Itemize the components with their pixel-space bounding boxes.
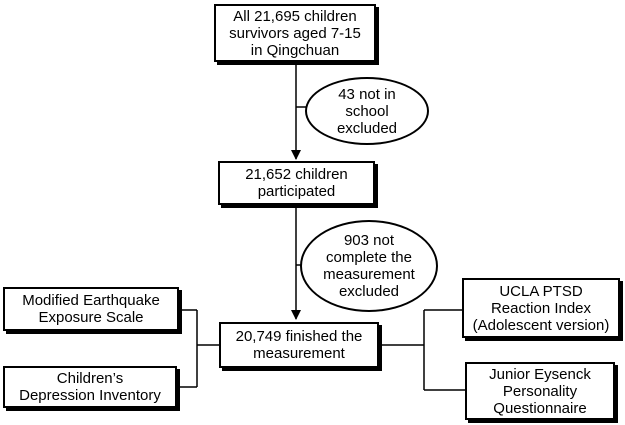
participated-label: 21,652 children participated (245, 166, 348, 200)
personality-questionnaire-label: Junior Eysenck Personality Questionnaire (489, 365, 591, 417)
depression-inventory-box: Children’s Depression Inventory (3, 366, 177, 408)
excluded-school-ellipse: 43 not in school excluded (305, 77, 429, 145)
ptsd-index-box: UCLA PTSD Reaction Index (Adolescent ver… (462, 278, 620, 338)
ptsd-index-label: UCLA PTSD Reaction Index (Adolescent ver… (472, 282, 610, 334)
excluded-school-label: 43 not in school excluded (336, 85, 398, 137)
all-children-label: All 21,695 children survivors aged 7-15 … (229, 7, 361, 59)
personality-questionnaire-box: Junior Eysenck Personality Questionnaire (465, 362, 615, 420)
earthquake-scale-label: Modified Earthquake Exposure Scale (22, 292, 160, 326)
finished-label: 20,749 finished the measurement (235, 328, 363, 362)
participated-box: 21,652 children participated (218, 161, 375, 205)
earthquake-scale-box: Modified Earthquake Exposure Scale (3, 287, 179, 331)
depression-inventory-label: Children’s Depression Inventory (19, 370, 161, 404)
all-children-box: All 21,695 children survivors aged 7-15 … (214, 4, 376, 62)
excluded-measurement-ellipse: 903 not complete the measurement exclude… (300, 220, 438, 312)
finished-box: 20,749 finished the measurement (219, 322, 379, 368)
excluded-measurement-label: 903 not complete the measurement exclude… (323, 232, 415, 300)
